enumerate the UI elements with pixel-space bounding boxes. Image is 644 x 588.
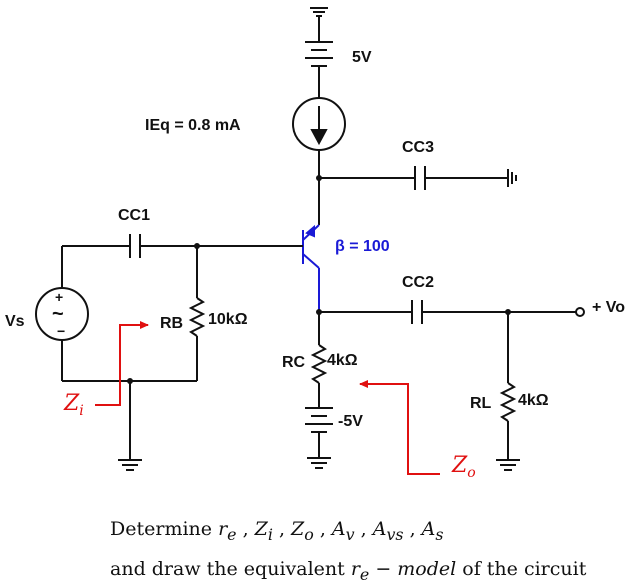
zo-arrow [359, 380, 440, 475]
top-ground-symbol [310, 7, 328, 42]
zi-annotation: Zi [63, 391, 84, 419]
neg-supply-label: -5V [338, 413, 363, 430]
resistor-rc [310, 312, 328, 408]
rc-value: 4kΩ [327, 352, 358, 369]
bottom-battery-minus5v [305, 407, 333, 469]
rb-label: RB [160, 315, 183, 332]
source-minus-sign: − [57, 323, 65, 339]
rb-value: 10kΩ [208, 311, 248, 328]
pnp-transistor [302, 224, 320, 312]
voltage-source-vs [35, 287, 89, 381]
current-source [292, 97, 346, 178]
supply-top-label: 5V [352, 49, 372, 66]
left-ground-wiring [62, 380, 197, 471]
output-wiring [319, 300, 585, 324]
cc3-label: CC3 [402, 139, 434, 156]
base-wiring [61, 234, 303, 288]
cc3-branch [319, 166, 517, 190]
resistor-rl [496, 312, 520, 471]
top-battery-5v [305, 41, 333, 98]
zo-annotation: Zo [451, 453, 476, 481]
vo-label: + Vo [592, 299, 625, 316]
source-plus-sign: + [55, 289, 63, 305]
vs-label: Vs [5, 313, 25, 330]
rc-label: RC [282, 354, 306, 371]
beta-label: β = 100 [335, 238, 390, 255]
source-tilde: ~ [52, 303, 64, 325]
cc2-label: CC2 [402, 274, 434, 291]
rl-label: RL [470, 395, 492, 412]
zi-arrow [95, 321, 149, 406]
cc1-label: CC1 [118, 207, 150, 224]
rl-value: 4kΩ [518, 392, 549, 409]
question-line-1: Determine re , Zi , Zo , Av , Avs , As [110, 518, 444, 544]
question-line-2: and draw the equivalent re − model of th… [110, 558, 587, 584]
ieq-label: IEq = 0.8 mA [145, 117, 241, 134]
junction-ground-left [127, 378, 133, 384]
resistor-rb [188, 246, 206, 381]
